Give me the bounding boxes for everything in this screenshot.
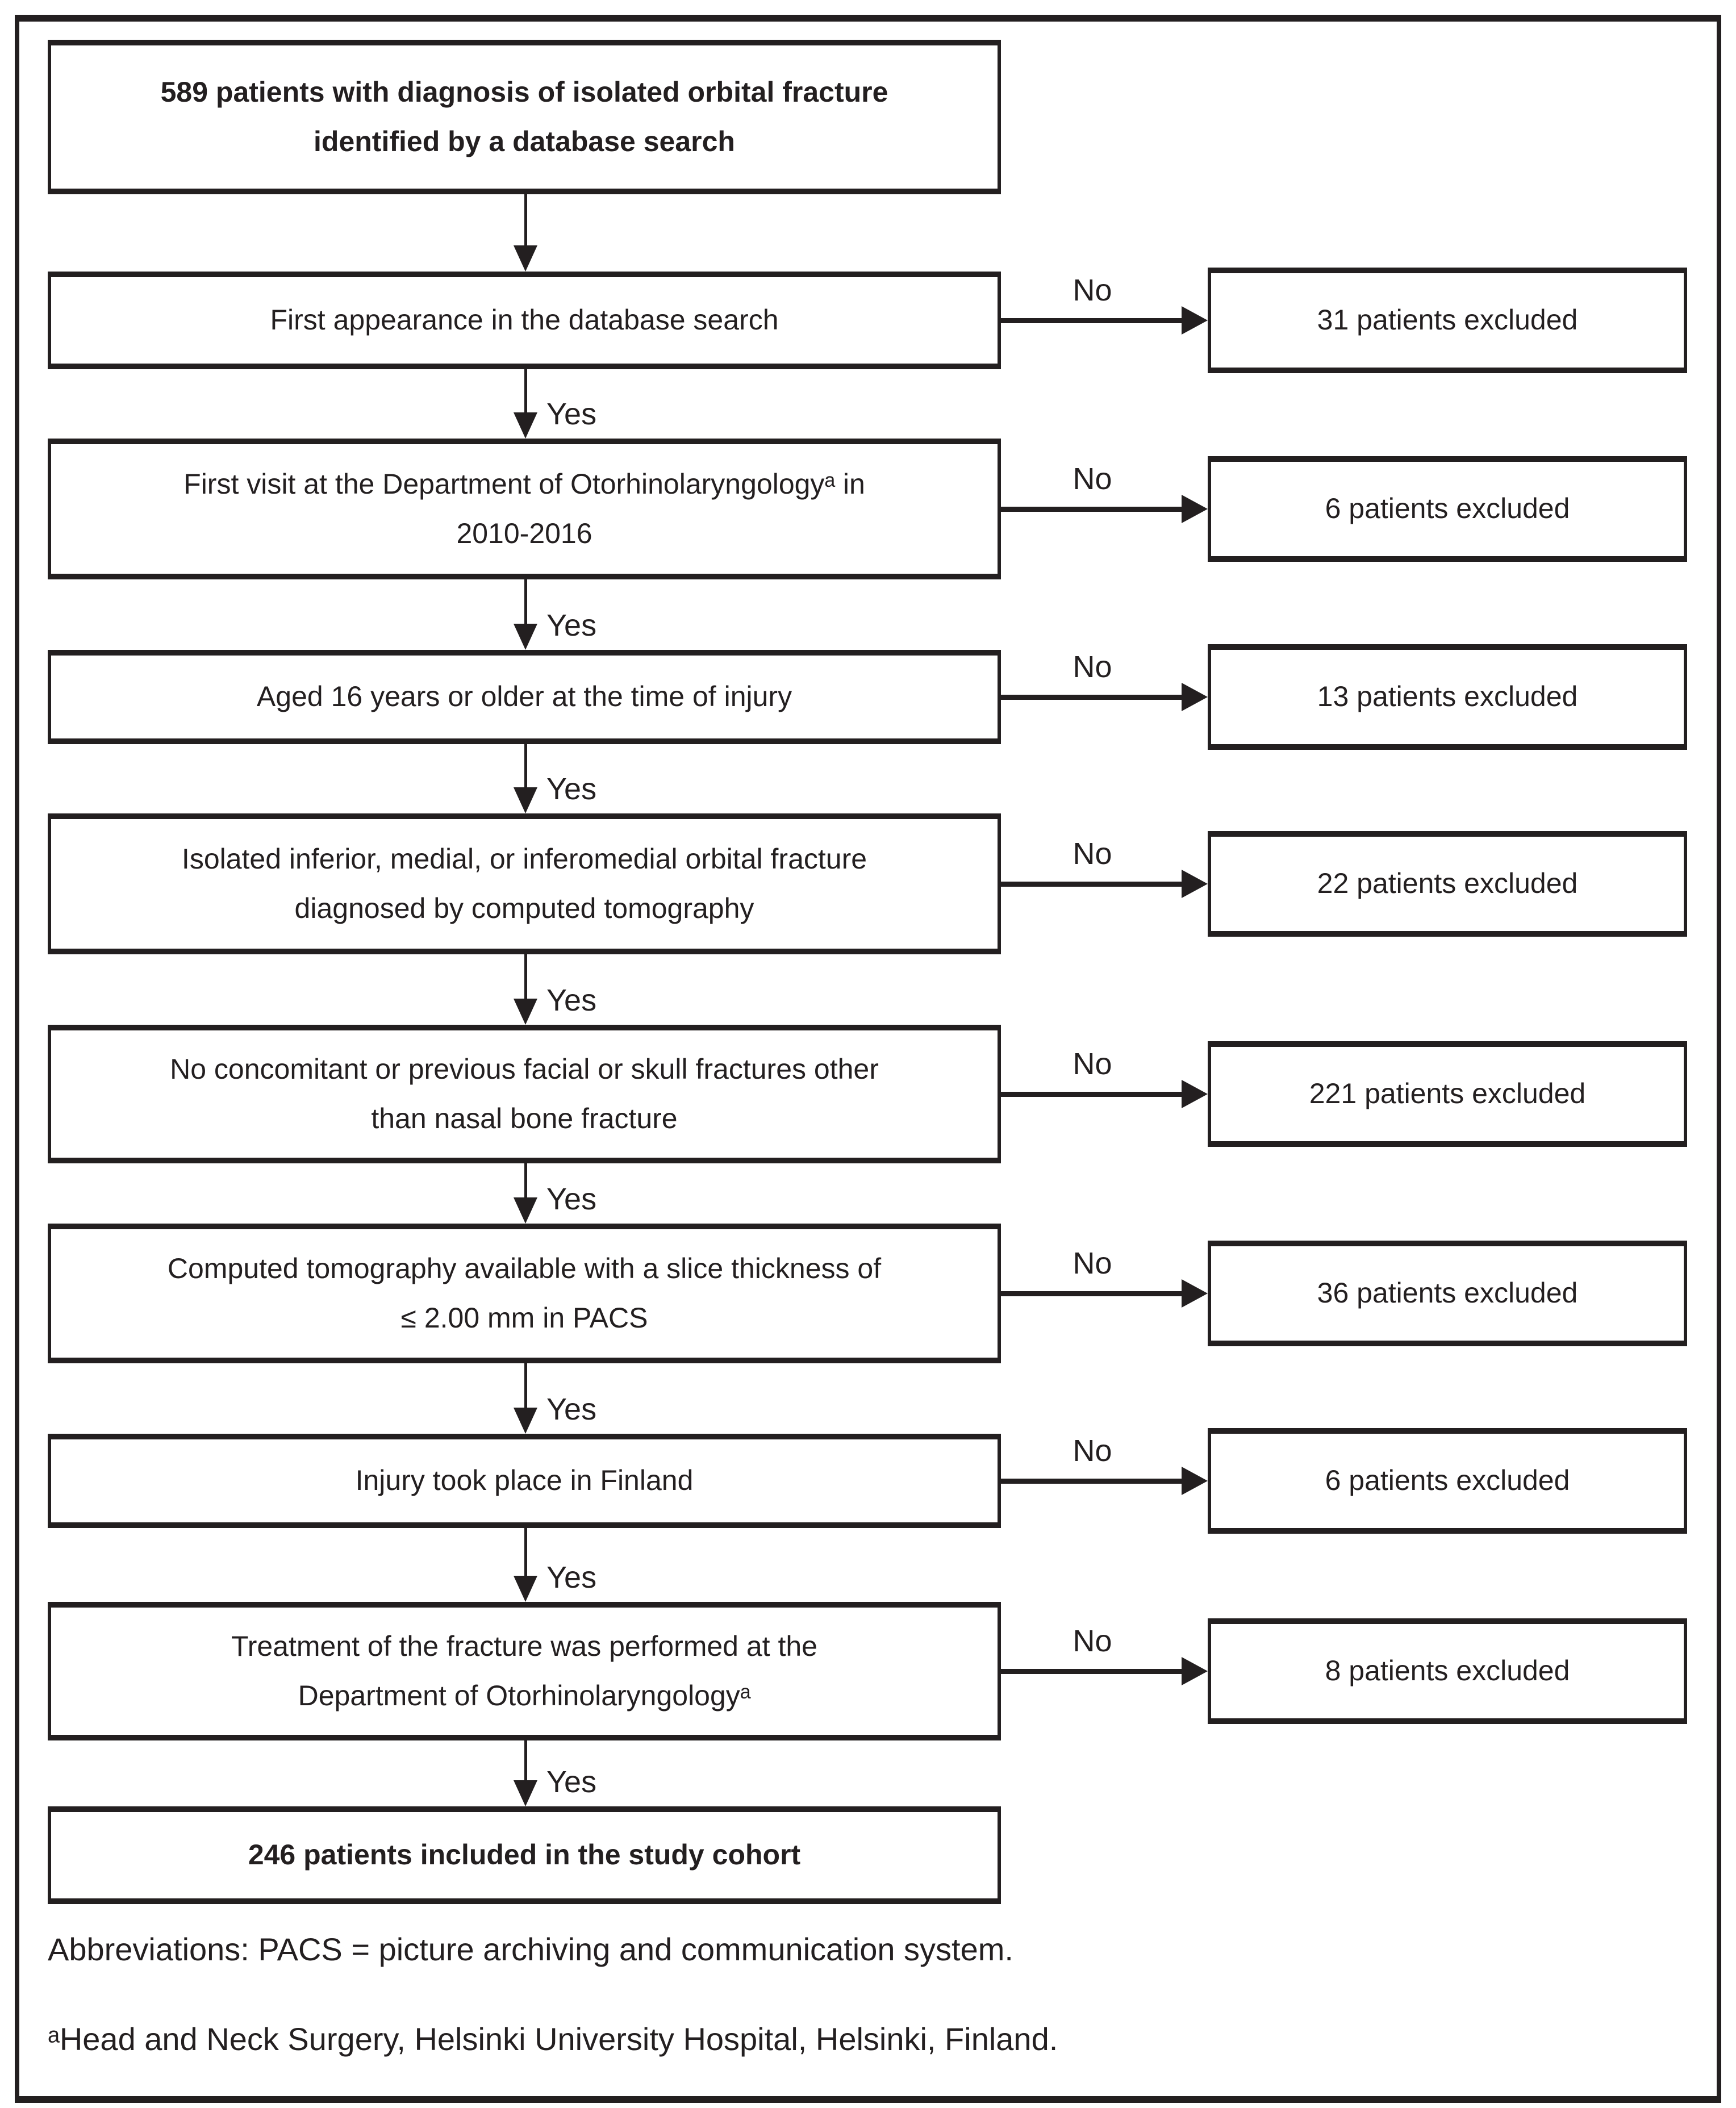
down-arrow [524,1740,527,1780]
right-arrow [1001,1479,1184,1484]
no-label: No [1073,1434,1112,1468]
right-arrowhead-icon [1182,1279,1208,1308]
right-arrowhead-icon [1182,1657,1208,1685]
yes-label: Yes [546,1392,597,1426]
right-arrow [1001,318,1184,323]
down-arrowhead-icon [514,1576,537,1602]
right-arrow [1001,507,1184,512]
exclusion-box-ct-available: 36 patients excluded [1208,1241,1687,1346]
right-arrowhead-icon [1182,1080,1208,1108]
yes-label: Yes [546,1182,597,1216]
no-label: No [1073,1047,1112,1081]
down-arrow [524,954,527,999]
yes-label: Yes [546,983,597,1017]
flow-box-treatment: Treatment of the fracture was performed … [48,1602,1001,1740]
down-arrow [524,369,527,412]
exclusion-box-no-other-fractures: 221 patients excluded [1208,1041,1687,1147]
flow-box-first-appearance: First appearance in the database search [48,272,1001,369]
right-arrowhead-icon [1182,1467,1208,1495]
no-label: No [1073,1246,1112,1280]
yes-label: Yes [546,608,597,642]
down-arrow [524,744,527,787]
down-arrowhead-icon [514,787,537,813]
right-arrowhead-icon [1182,683,1208,711]
down-arrow [524,579,527,624]
right-arrow [1001,1669,1184,1674]
yes-label: Yes [546,1765,597,1799]
down-arrowhead-icon [514,1408,537,1434]
down-arrow [524,1163,527,1197]
flow-box-injury-in-finland: Injury took place in Finland [48,1434,1001,1528]
exclusion-box-fracture-type: 22 patients excluded [1208,831,1687,937]
exclusion-box-age: 13 patients excluded [1208,644,1687,750]
yes-label: Yes [546,397,597,431]
down-arrow [524,1363,527,1408]
down-arrowhead-icon [514,624,537,650]
right-arrow [1001,695,1184,700]
no-label: No [1073,273,1112,307]
down-arrowhead-icon [514,1197,537,1224]
right-arrowhead-icon [1182,495,1208,523]
flow-box-ct-available: Computed tomography available with a sli… [48,1224,1001,1363]
flow-box-first-visit: First visit at the Department of Otorhin… [48,439,1001,579]
right-arrowhead-icon [1182,870,1208,898]
yes-label: Yes [546,772,597,806]
down-arrowhead-icon [514,245,537,272]
right-arrow [1001,1291,1184,1296]
flow-box-fracture-type: Isolated inferior, medial, or inferomedi… [48,813,1001,954]
yes-label: Yes [546,1560,597,1594]
down-arrowhead-icon [514,412,537,439]
flow-box-age: Aged 16 years or older at the time of in… [48,650,1001,744]
flow-box-no-other-fractures: No concomitant or previous facial or sku… [48,1025,1001,1163]
no-label: No [1073,837,1112,871]
right-arrow [1001,882,1184,887]
exclusion-box-injury-in-finland: 6 patients excluded [1208,1428,1687,1534]
down-arrow [524,1528,527,1576]
right-arrow [1001,1092,1184,1097]
down-arrow [524,194,527,245]
footnote-abbreviations: Abbreviations: PACS = picture archiving … [48,1931,1013,1967]
no-label: No [1073,650,1112,684]
footnote-affiliation: ᵃHead and Neck Surgery, Helsinki Univers… [48,2021,1058,2057]
no-label: No [1073,1624,1112,1658]
no-label: No [1073,462,1112,496]
exclusion-box-first-appearance: 31 patients excluded [1208,268,1687,373]
flow-box-included: 246 patients included in the study cohor… [48,1806,1001,1904]
down-arrowhead-icon [514,1780,537,1806]
right-arrowhead-icon [1182,306,1208,335]
down-arrowhead-icon [514,999,537,1025]
exclusion-box-treatment: 8 patients excluded [1208,1618,1687,1724]
exclusion-box-first-visit: 6 patients excluded [1208,456,1687,562]
flow-box-identified: 589 patients with diagnosis of isolated … [48,40,1001,194]
